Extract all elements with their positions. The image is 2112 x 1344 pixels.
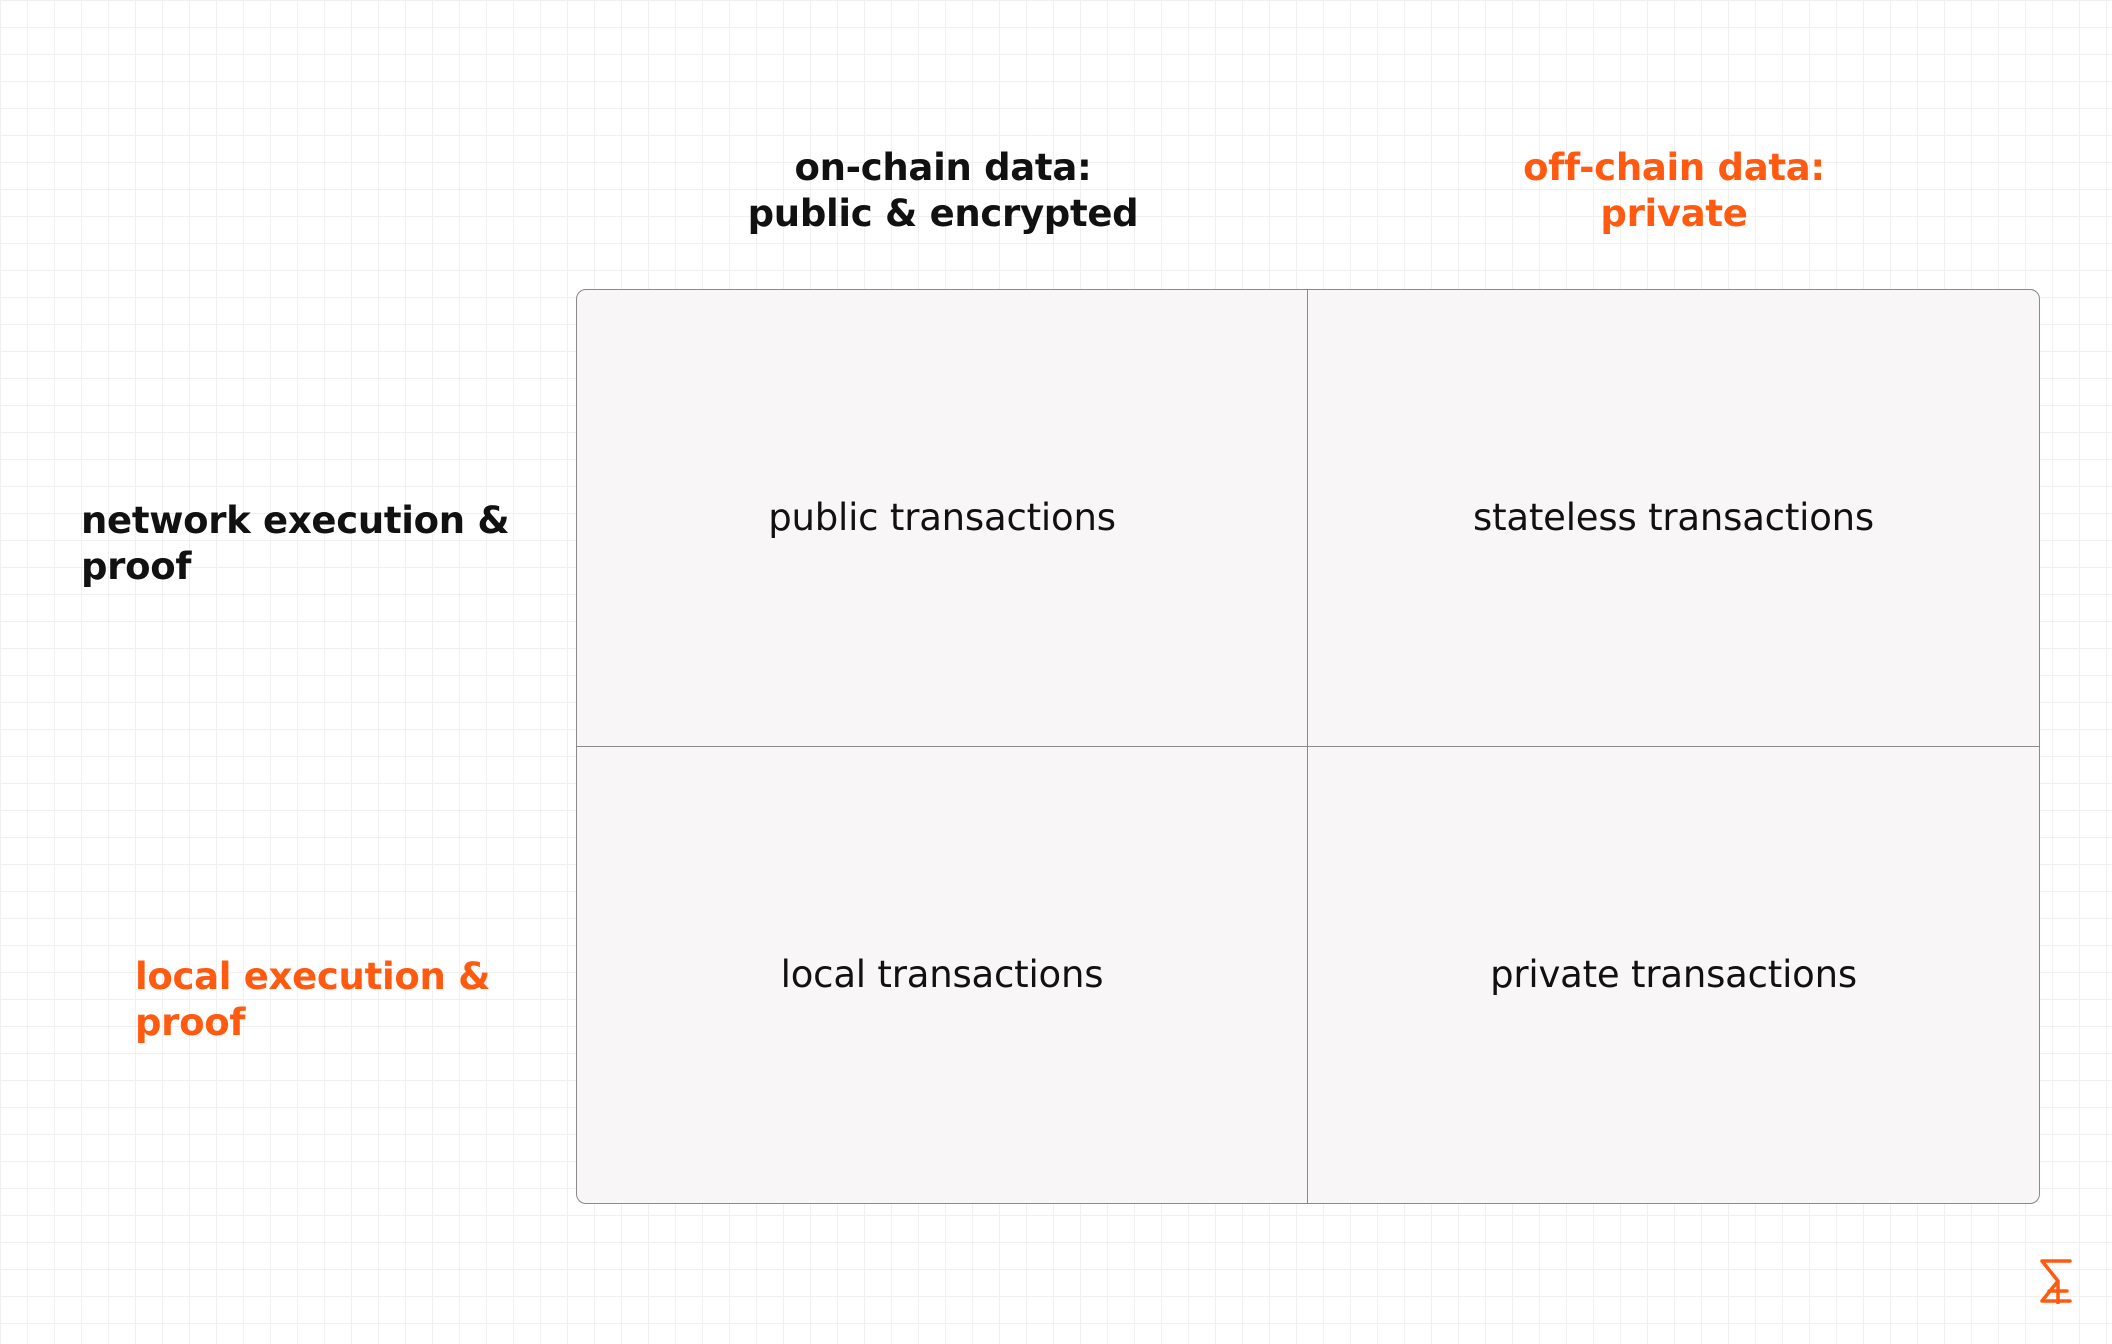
row-header-line: local execution &: [135, 955, 491, 998]
row-header-line: proof: [81, 545, 192, 588]
cell-stateless-transactions: stateless transactions: [1308, 290, 2039, 747]
column-header-line: on-chain data:: [794, 146, 1092, 189]
cell-label: stateless transactions: [1473, 496, 1874, 540]
cell-label: private transactions: [1490, 953, 1857, 997]
row-header-line: network execution &: [81, 499, 510, 542]
cell-local-transactions: local transactions: [577, 746, 1308, 1203]
cell-label: local transactions: [780, 953, 1104, 997]
column-header-on-chain: on-chain data: public & encrypted: [693, 145, 1193, 237]
row-header-local-execution: local execution & proof: [135, 954, 575, 1046]
column-header-line: off-chain data:: [1523, 146, 1825, 189]
cell-private-transactions: private transactions: [1308, 747, 2039, 1204]
quadrant-matrix: public transactions stateless transactio…: [576, 289, 2040, 1204]
cell-public-transactions: public transactions: [577, 290, 1308, 747]
row-header-line: proof: [135, 1001, 246, 1044]
sigma-logo-icon: [2040, 1259, 2072, 1304]
column-header-off-chain: off-chain data: private: [1424, 145, 1924, 237]
cell-label: public transactions: [768, 496, 1116, 540]
column-header-line: private: [1600, 192, 1748, 235]
row-header-network-execution: network execution & proof: [81, 498, 521, 590]
column-header-line: public & encrypted: [747, 192, 1139, 235]
